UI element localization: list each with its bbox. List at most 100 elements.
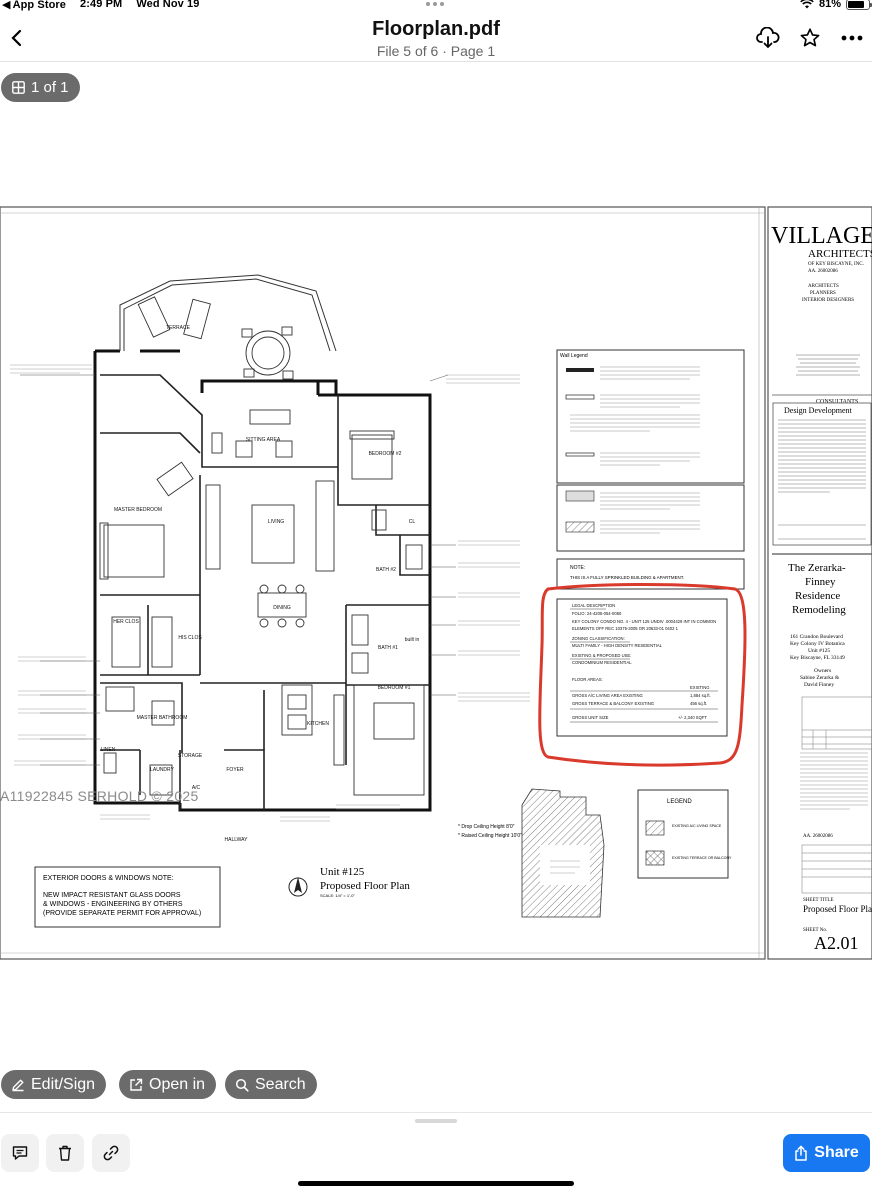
unit-subtitle: Proposed Floor Plan — [320, 880, 410, 892]
room-storage: STORAGE — [178, 753, 203, 759]
back-app-label: App Store — [12, 0, 67, 11]
exterior-note-line-2: & WINDOWS - ENGINEERING BY OTHERS — [43, 901, 183, 908]
link-button[interactable] — [92, 1134, 130, 1172]
share-button[interactable]: Share — [783, 1134, 870, 1172]
mls-watermark: A11922845 SERHOLD © 2025 — [0, 788, 199, 804]
note-text: THIS IS A FULLY SPRINKLED BUILDING & APA… — [570, 575, 684, 580]
village-logo-text: VILLAGE — [771, 223, 872, 249]
room-master-bath: MASTER BATHROOM — [137, 715, 188, 721]
zoning-title: ZONING CLASSIFICATION: — [572, 636, 625, 641]
back-to-app-link[interactable]: ◀︎ App Store — [2, 0, 66, 11]
edit-sign-label: Edit/Sign — [31, 1075, 96, 1093]
room-bedroom1: BEDROOM #1 — [378, 685, 411, 691]
more-horizontal-icon — [841, 35, 863, 41]
room-living: LIVING — [268, 519, 285, 525]
legend-title: LEGEND — [667, 799, 692, 805]
edit-sign-button[interactable]: Edit/Sign — [1, 1070, 107, 1099]
room-hallway: HALLWAY — [225, 837, 249, 843]
aa-number-text: AA. 26002086 — [808, 269, 838, 274]
page-thumbnails-button[interactable]: 1 of 1 — [1, 73, 80, 102]
floor-areas-label: FLOOR AREAS: — [572, 677, 603, 682]
firm-tag-1: ARCHITECTS — [808, 284, 839, 289]
toolbar-divider — [0, 1112, 872, 1113]
room-sitting: SITTING AREA — [246, 437, 281, 443]
comment-button[interactable] — [1, 1134, 39, 1172]
exterior-note-title: EXTERIOR DOORS & WINDOWS NOTE: — [43, 875, 174, 882]
chevron-left-icon — [11, 29, 22, 47]
favorite-button[interactable] — [798, 26, 822, 50]
home-indicator[interactable] — [298, 1181, 574, 1186]
address-line-4: Key Biscayne, FL 33149 — [790, 655, 845, 661]
star-icon — [800, 28, 820, 47]
download-button[interactable] — [756, 26, 780, 50]
legend-item-1: EXISTING A/C LIVING SPACE — [672, 824, 722, 828]
status-time: 2:49 PM — [80, 0, 123, 10]
legend-item-2: EXISTING TERRACE OR BALCONY — [672, 856, 732, 860]
gross-ac-value: 1,884 sq.ft. — [690, 693, 711, 698]
multitasking-dots[interactable] — [426, 2, 444, 6]
search-button[interactable]: Search — [225, 1070, 317, 1099]
sheet-grabber[interactable] — [415, 1119, 457, 1123]
gross-ac-label: GROSS A/C LIVING AREA EXISTING — [572, 693, 643, 698]
share-icon — [795, 1145, 808, 1161]
document-title: Floorplan.pdf — [372, 18, 500, 40]
owner-1: Sabine Zerarka & — [800, 675, 840, 681]
use-value: CONDOMINIUM RESIDENTIAL — [572, 660, 632, 665]
zoning-value: MULTI FAMILY - HIGH DENSITY RESIDENTIAL — [572, 643, 663, 648]
room-laundry: LAUNDRY — [150, 767, 174, 773]
link-icon — [103, 1145, 119, 1161]
owners-label: Owners — [814, 668, 831, 674]
battery-percent: 81% — [818, 0, 841, 10]
design-development-label: Design Development — [784, 406, 853, 415]
residence-line-2: Finney — [805, 576, 836, 588]
exterior-note-line-1: NEW IMPACT RESISTANT GLASS DOORS — [43, 892, 181, 899]
legal-folio: FOLIO: 24-4205-054-0060 — [572, 611, 622, 616]
room-bath2: BATH #2 — [376, 567, 396, 573]
page-chip-label: 1 of 1 — [31, 79, 69, 96]
legal-desc: KEY COLONY CONDO NO. 4 - UNIT 125 UNDIV … — [572, 619, 716, 624]
delete-button[interactable] — [46, 1134, 84, 1172]
grid-icon — [12, 81, 25, 94]
scale-note: SCALE: 1/4" = 1'-0" — [320, 893, 355, 898]
address-line-2: Key Colony IV Botanica — [790, 641, 845, 647]
battery-icon — [846, 0, 872, 10]
more-button[interactable] — [840, 26, 864, 50]
room-her-clos: HER CLOS — [113, 619, 139, 625]
residence-line-3: Residence — [795, 590, 840, 602]
sheet-title: Proposed Floor Plan — [803, 904, 872, 914]
open-in-label: Open in — [149, 1075, 206, 1093]
back-button[interactable] — [4, 24, 28, 52]
residence-line-4: Remodeling — [792, 604, 846, 616]
room-cl: CL — [409, 519, 416, 525]
ceiling-note-1: * Drop Ceiling Height 8'0" — [458, 824, 515, 830]
room-dining: DINING — [273, 605, 291, 611]
consultants-label: CONSULTANTS — [816, 399, 858, 405]
back-triangle-icon: ◀︎ — [2, 0, 11, 11]
wall-legend-title: Wall Legend — [560, 353, 588, 359]
architects-logo-text: ARCHITECTS — [808, 248, 872, 260]
unit-title: Unit #125 — [320, 866, 365, 878]
note-label: NOTE: — [570, 565, 585, 571]
status-bar: ◀︎ App Store 2:49 PM Wed Nov 19 81% — [0, 0, 872, 14]
gross-unit-label: GROSS UNIT SIZE — [572, 715, 609, 720]
residence-line-1: The Zerarka- — [788, 562, 846, 574]
external-link-icon — [130, 1078, 143, 1091]
search-label: Search — [255, 1075, 306, 1093]
room-his-clos: HIS CLOS — [178, 635, 202, 641]
nav-bar: Floorplan.pdf File 5 of 6 · Page 1 — [0, 14, 872, 62]
pdf-page[interactable]: VILLAGE ARCHITECTS OF KEY BISCAYNE, INC.… — [0, 205, 872, 985]
open-in-button[interactable]: Open in — [119, 1070, 217, 1099]
gross-terrace-label: GROSS TERRACE & BALCONY EXISTING — [572, 701, 654, 706]
room-built-in: built in — [405, 637, 420, 643]
north-arrow-icon — [288, 877, 308, 897]
red-highlight-annotation — [538, 583, 747, 767]
aa-bottom-text: AA. 26002086 — [803, 834, 833, 839]
owner-2: David Finney — [804, 682, 834, 688]
pencil-icon — [12, 1079, 24, 1091]
firm-tag-3: INTERIOR DESIGNERS — [802, 298, 854, 303]
room-ac: A/C — [192, 785, 201, 791]
use-title: EXISTING & PROPOSED USE: — [572, 653, 631, 658]
legal-desc-2: ELEMENTS OFF REC 10375-2005 OR 20633-01 … — [572, 626, 679, 631]
address-line-3: Unit #125 — [808, 648, 830, 654]
gross-terrace-value: 456 sq.ft. — [690, 701, 707, 706]
